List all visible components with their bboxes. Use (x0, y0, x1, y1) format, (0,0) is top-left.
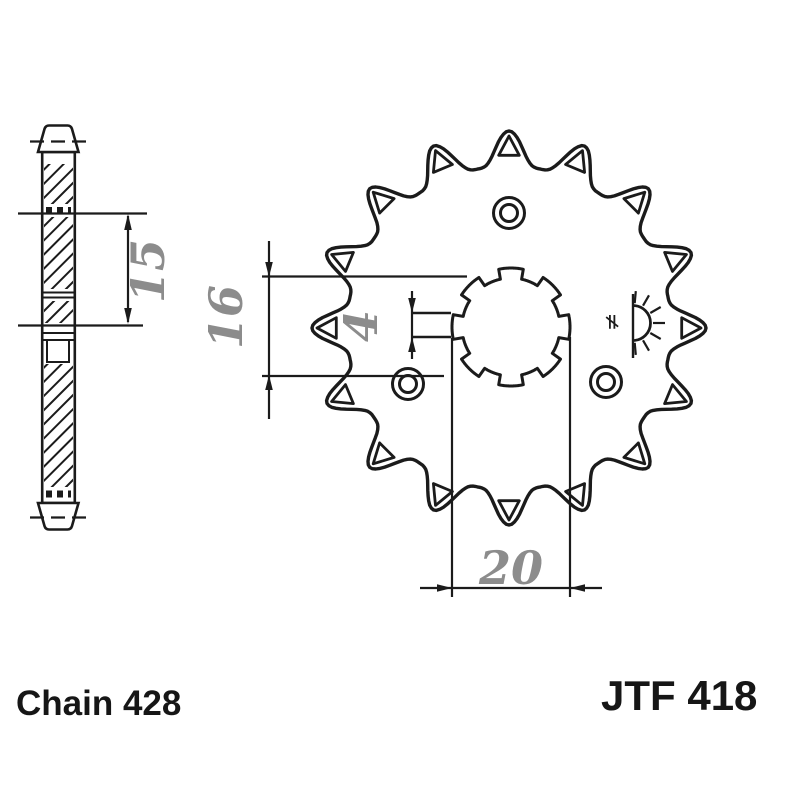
tooth-tip-mark (431, 482, 454, 507)
side-view-bottom-tooth (36, 501, 81, 531)
arrowhead-down-icon (265, 262, 273, 277)
tooth-tip-mark (330, 383, 355, 406)
spline-bore-outline (450, 266, 572, 388)
lightening-holes (391, 196, 623, 401)
dimension-4: 4 (334, 291, 451, 359)
chain-size-label: Chain 428 (16, 684, 182, 723)
tooth-tip-mark (663, 383, 688, 406)
side-view-top-tooth (36, 124, 81, 154)
side-section-view (30, 124, 86, 531)
tooth-tip-mark (371, 441, 396, 466)
tooth-tip-mark (663, 250, 688, 273)
tooth-tip-mark (622, 441, 647, 466)
lightening-hole (596, 372, 616, 392)
part-number-label: JTF 418 (601, 672, 758, 719)
collar-inset (46, 339, 70, 363)
arrowhead-up-icon (265, 375, 273, 390)
tooth-tip-mark (330, 250, 355, 273)
tooth-tip-mark (564, 482, 586, 507)
arrowhead-right-icon (437, 584, 452, 592)
symbol-half-circle (632, 304, 652, 342)
arrowhead-up-icon (408, 337, 416, 352)
lightening-hole (492, 196, 526, 230)
dimension-16: 16 (199, 241, 467, 419)
section-hatching (44, 164, 73, 487)
lightening-hole (398, 374, 418, 394)
tooth-tip-mark (497, 499, 521, 522)
dimension-20-value: 20 (478, 541, 543, 595)
tooth-tip-chamfer-marks (315, 134, 703, 522)
arrowhead-up-icon (124, 214, 132, 230)
lightening-hole (391, 367, 425, 401)
surface-finish-note: ≠ (600, 313, 625, 331)
symbol-rays (633, 290, 665, 356)
dimension-15: 15 (18, 212, 175, 327)
arrowhead-left-icon (570, 584, 585, 592)
lightening-hole (589, 365, 623, 399)
lightening-hole (499, 203, 519, 223)
dimension-16-value: 16 (199, 285, 253, 349)
tooth-tip-mark (431, 149, 454, 174)
tooth-tip-mark (622, 190, 647, 215)
arrowhead-down-icon (124, 308, 132, 324)
tooth-tip-mark (371, 190, 396, 215)
arrowhead-down-icon (408, 298, 416, 313)
splined-bore (450, 266, 572, 388)
tooth-tip-mark (564, 149, 586, 174)
tooth-tip-mark (497, 134, 521, 157)
surface-finish-icon: ≠ (600, 290, 665, 358)
dimension-20: 20 (420, 337, 602, 597)
tooth-tip-mark (680, 316, 703, 340)
dimension-4-value: 4 (334, 310, 388, 342)
dimension-15-value: 15 (121, 239, 175, 303)
tooth-tip-mark (315, 316, 338, 340)
